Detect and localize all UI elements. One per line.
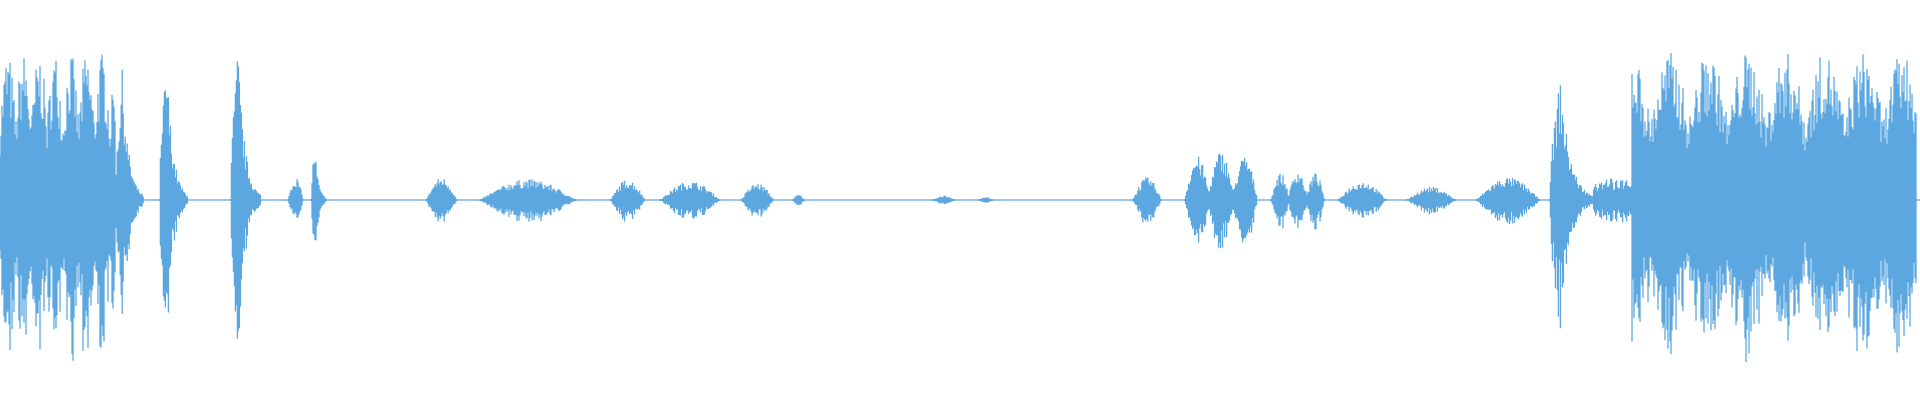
waveform-segment-spike-d [310, 161, 327, 241]
waveform-peaks [0, 54, 116, 361]
waveform-peaks [1132, 177, 1162, 223]
waveform-peaks [310, 161, 327, 241]
waveform-peaks [1548, 85, 1595, 329]
waveform-segment-mid-burst [1592, 178, 1633, 223]
waveform-segment-word-10 [1406, 186, 1457, 215]
waveform-segment-word-1 [425, 179, 457, 222]
waveform-segment-burst-c [229, 61, 262, 339]
waveform-peaks [1475, 177, 1541, 224]
waveform-segment-tick-2 [932, 195, 955, 205]
waveform-peaks [287, 179, 304, 218]
waveform-peaks [479, 179, 577, 222]
waveform-segment-rising-burst [1548, 85, 1595, 329]
waveform-peaks [932, 195, 955, 205]
waveform-segment-word-7 [1183, 153, 1258, 249]
waveform-segment-burst-a [114, 69, 144, 314]
waveform-segment-word-5 [740, 184, 774, 217]
waveform-segment-word-6 [1132, 177, 1162, 223]
waveform-segment-blip-a [287, 179, 304, 218]
waveform-segment-word-4 [659, 182, 721, 219]
waveform-peaks [1337, 183, 1387, 218]
waveform-peaks [425, 179, 457, 222]
waveform-segment-word-11 [1475, 177, 1541, 224]
waveform-segment-word-2 [479, 179, 577, 222]
waveform-segment-tick-3 [978, 197, 993, 203]
waveform-peaks [740, 184, 774, 217]
waveform-peaks [1406, 186, 1457, 215]
waveform-peaks [1270, 173, 1325, 230]
waveform-segment-tick-1 [792, 195, 805, 206]
waveform-segment-word-3 [609, 180, 646, 222]
waveform-peaks [229, 61, 262, 339]
waveform-peaks [1183, 153, 1258, 249]
waveform-peaks [659, 182, 721, 219]
waveform-peaks [158, 90, 189, 313]
waveform-peaks [978, 197, 993, 203]
waveform-peaks [1631, 53, 1917, 363]
waveform-peaks [114, 69, 144, 314]
waveform-segment-closing-loud-burst [1631, 53, 1917, 363]
waveform-peaks [1592, 178, 1633, 223]
waveform-peaks [792, 195, 805, 206]
waveform-segment-word-8 [1270, 173, 1325, 230]
waveform-segment-burst-b [158, 90, 189, 313]
waveform-peaks [609, 180, 646, 222]
waveform-segment-word-9 [1337, 183, 1387, 218]
waveform-segment-opening-loud-burst [0, 54, 116, 361]
